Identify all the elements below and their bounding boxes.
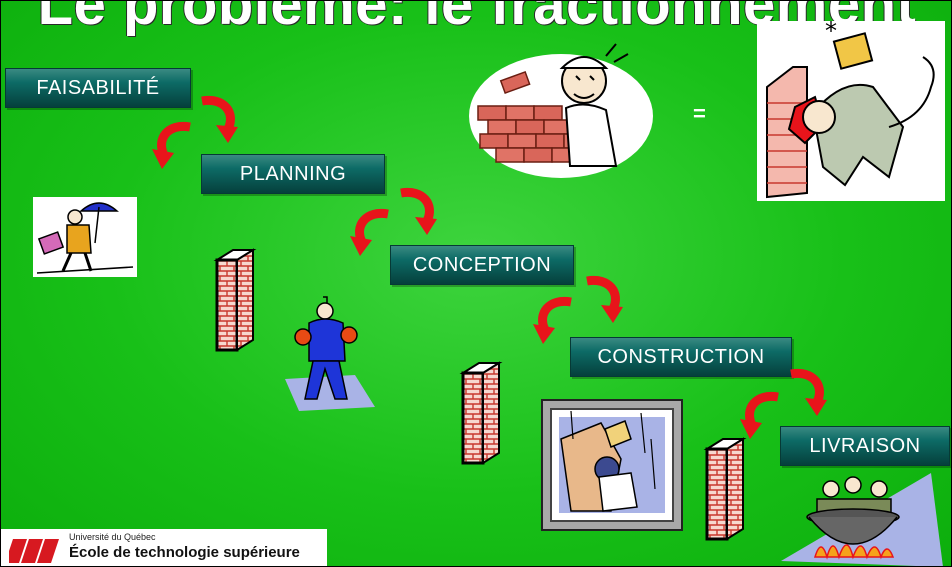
stage-faisabilite: FAISABILITÉ — [5, 68, 191, 108]
stage-livraison: LIVRAISON — [780, 426, 950, 466]
brick-wall-icon — [703, 437, 747, 541]
cycle-arrow-icon — [790, 368, 827, 416]
equals-sign: = — [693, 101, 706, 126]
cycle-arrow-icon — [533, 296, 572, 344]
stage-construction: CONSTRUCTION — [570, 337, 792, 377]
cycle-arrow-icon — [400, 187, 437, 235]
brick-wall-icon — [459, 361, 503, 465]
worker-clipart — [285, 296, 375, 411]
man-hitting-wall-clipart: * — [757, 17, 945, 201]
stage-planning: PLANNING — [201, 154, 385, 194]
logo-school-text: École de technologie supérieure — [69, 544, 300, 561]
bricklayer-clipart — [469, 43, 653, 178]
cycle-arrow-icon — [201, 95, 238, 143]
ets-logo-icon — [9, 539, 59, 563]
cycle-arrow-icon — [740, 391, 779, 439]
people-in-pot-clipart — [781, 473, 943, 566]
cycle-arrow-icon — [350, 208, 389, 256]
brick-wall-icon — [213, 248, 257, 352]
ets-logo: Université du Québec École de technologi… — [1, 529, 327, 566]
svg-text:*: * — [825, 17, 837, 45]
businessman-umbrella-clipart — [33, 197, 137, 277]
architect-frame-clipart — [541, 399, 683, 531]
cycle-arrow-icon — [152, 121, 191, 169]
logo-university-text: Université du Québec — [69, 532, 156, 542]
stage-conception: CONCEPTION — [390, 245, 574, 285]
cycle-arrow-icon — [586, 275, 623, 323]
